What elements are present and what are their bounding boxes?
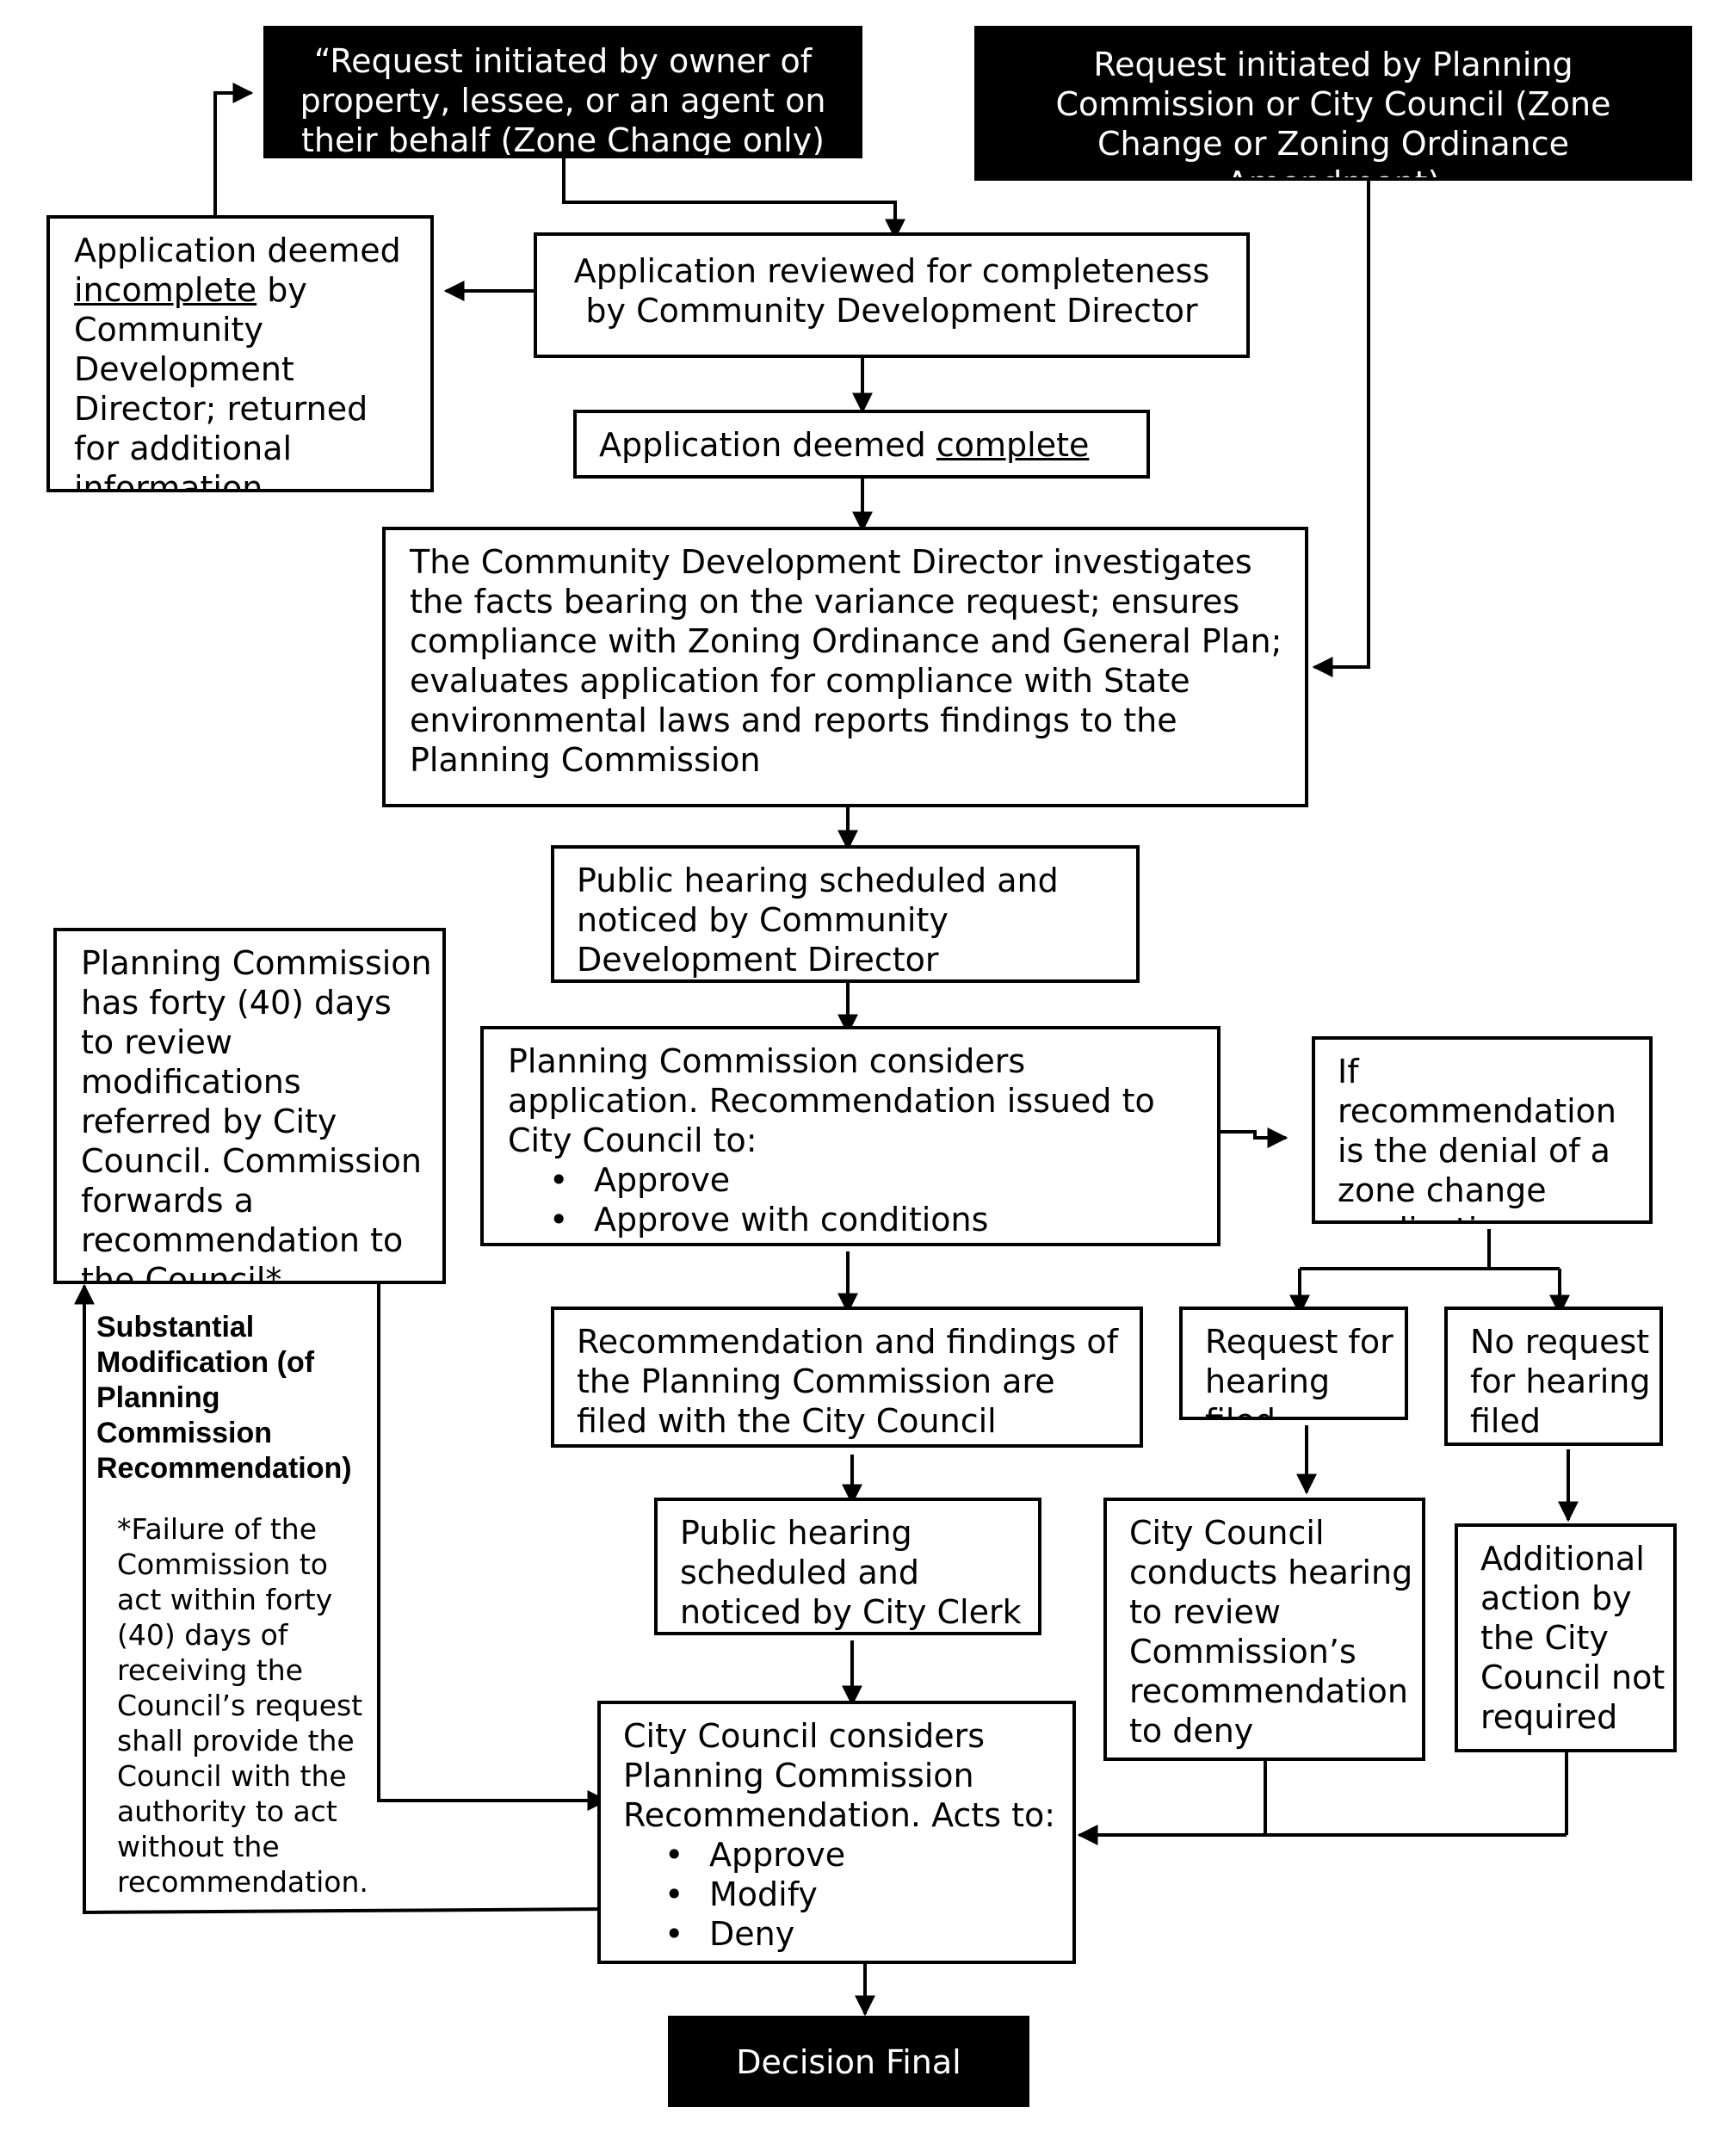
complete-box: Application deemed complete bbox=[573, 410, 1150, 479]
arrow-owner-to-review bbox=[562, 157, 905, 240]
request-hearing-text: Request for hearing filed bbox=[1205, 1323, 1394, 1417]
forty-days-box: Planning Commission has forty (40) days … bbox=[53, 928, 446, 1284]
hearing-clerk-box: Public hearing scheduled and noticed by … bbox=[654, 1498, 1041, 1635]
council-option: Modify bbox=[664, 1875, 1062, 1914]
commission-request-box: Request initiated by Planning Commission… bbox=[974, 26, 1692, 181]
owner-request-text: “Request initiated by owner of property,… bbox=[300, 42, 826, 158]
incomplete-pre: Application deemed bbox=[74, 232, 401, 269]
incomplete-text: Application deemed incomplete by Communi… bbox=[74, 231, 420, 492]
commission-option: Approve with conditions bbox=[549, 1200, 1203, 1239]
council-option: Approve bbox=[664, 1835, 1062, 1875]
arrow-council-to-forty-days bbox=[74, 1283, 612, 1915]
complete-emph: complete bbox=[936, 426, 1090, 464]
arrow-commission-to-investigate bbox=[1312, 181, 1370, 677]
council-option: Deny bbox=[664, 1914, 1062, 1954]
no-action-text: Additional action by the City Council no… bbox=[1480, 1540, 1665, 1736]
complete-text: Application deemed complete bbox=[599, 425, 1133, 465]
substantial-modification-label: Substantial Modification (of Planning Co… bbox=[96, 1311, 352, 1485]
council-hearing-text: City Council conducts hearing to review … bbox=[1129, 1514, 1413, 1750]
decision-final-box: Decision Final bbox=[668, 2016, 1029, 2107]
incomplete-box: Application deemed incomplete by Communi… bbox=[46, 215, 434, 492]
forty-days-text: Planning Commission has forty (40) days … bbox=[81, 944, 432, 1284]
no-request-text: No request for hearing filed bbox=[1470, 1323, 1651, 1440]
denial-recommendation-box: If recommendation is the denial of a zon… bbox=[1312, 1036, 1653, 1224]
no-action-box: Additional action by the City Council no… bbox=[1455, 1523, 1677, 1752]
investigate-text: The Community Development Director inves… bbox=[410, 543, 1282, 779]
filed-box: Recommendation and findings of the Plann… bbox=[551, 1307, 1143, 1448]
council-considers-text: City Council considers Planning Commissi… bbox=[623, 1717, 1056, 1834]
arrow-incomplete-to-owner bbox=[213, 83, 254, 217]
commission-options-list: Approve Approve with conditions Deny bbox=[508, 1160, 1203, 1243]
decision-final-text: Decision Final bbox=[736, 2043, 961, 2081]
failure-note: *Failure of the Commission to act within… bbox=[117, 1512, 368, 1899]
hearing-clerk-text: Public hearing scheduled and noticed by … bbox=[680, 1514, 1022, 1631]
council-options-list: Approve Modify Deny bbox=[623, 1835, 1062, 1954]
commission-considers-text: Planning Commission considers applicatio… bbox=[508, 1042, 1155, 1159]
commission-option: Deny bbox=[549, 1239, 1203, 1243]
hearing-director-box: Public hearing scheduled and noticed by … bbox=[551, 845, 1140, 983]
hearing-director-text: Public hearing scheduled and noticed by … bbox=[577, 862, 1059, 979]
incomplete-emph: incomplete bbox=[74, 271, 257, 309]
arrow-commission-to-denial bbox=[1221, 1127, 1288, 1148]
review-box: Application reviewed for completeness by… bbox=[534, 232, 1250, 358]
no-request-box: No request for hearing filed bbox=[1444, 1307, 1663, 1446]
denial-recommendation-text: If recommendation is the denial of a zon… bbox=[1338, 1053, 1617, 1220]
complete-pre: Application deemed bbox=[599, 426, 936, 464]
filed-text: Recommendation and findings of the Plann… bbox=[577, 1323, 1118, 1440]
review-text: Application reviewed for completeness by… bbox=[573, 252, 1210, 330]
investigate-box: The Community Development Director inves… bbox=[382, 527, 1308, 807]
council-considers-box: City Council considers Planning Commissi… bbox=[597, 1701, 1076, 1964]
owner-request-box: “Request initiated by owner of property,… bbox=[263, 26, 862, 158]
council-hearing-box: City Council conducts hearing to review … bbox=[1103, 1498, 1425, 1761]
commission-request-text: Request initiated by Planning Commission… bbox=[1055, 46, 1611, 177]
incomplete-post: by Community Development Director; retur… bbox=[74, 271, 368, 492]
arrow-forty-days-to-council bbox=[377, 1282, 609, 1811]
commission-considers-box: Planning Commission considers applicatio… bbox=[480, 1026, 1221, 1246]
commission-option: Approve bbox=[549, 1160, 1203, 1200]
request-hearing-box: Request for hearing filed bbox=[1179, 1307, 1408, 1420]
